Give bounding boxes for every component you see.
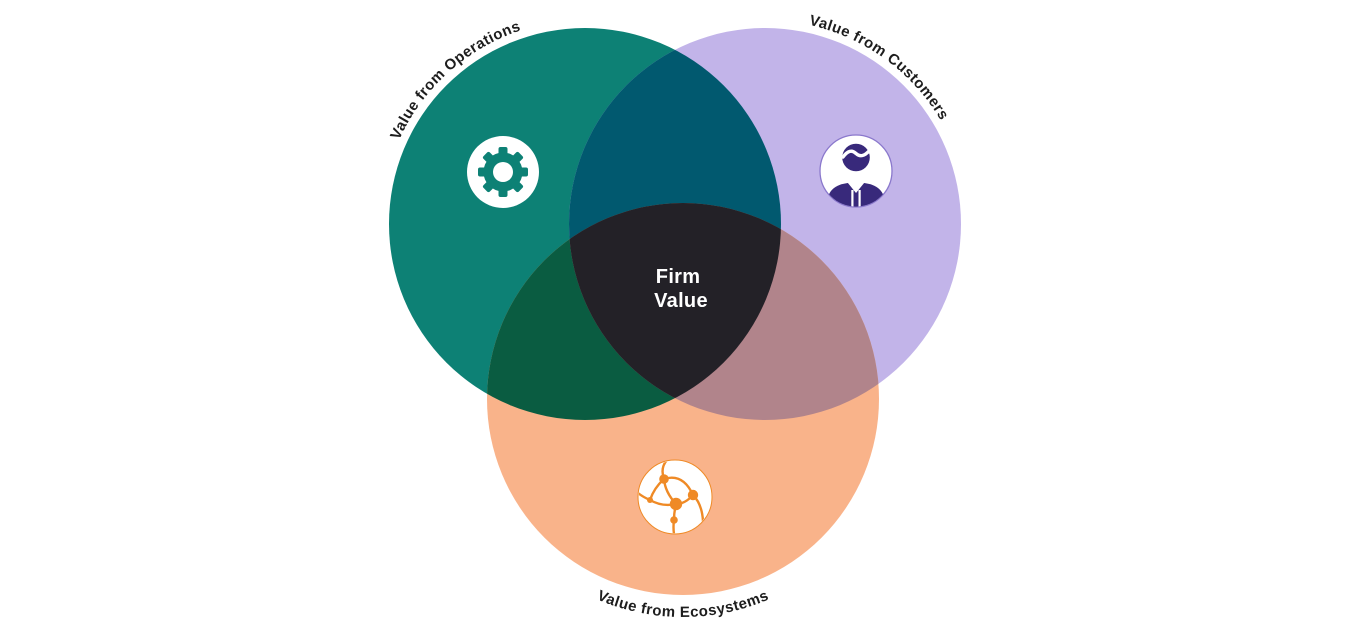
gear-icon (467, 136, 539, 208)
person-glyph (827, 143, 885, 207)
network-icon (637, 459, 713, 535)
network-icon-background (637, 459, 713, 535)
network-glyph (638, 460, 705, 534)
person-tie-lines (851, 190, 861, 207)
person-icon (819, 134, 893, 208)
person-collar (847, 182, 865, 193)
gear-hub (493, 162, 513, 182)
person-hair-line (841, 148, 872, 159)
firm-value-label: Firm Value (654, 266, 708, 312)
